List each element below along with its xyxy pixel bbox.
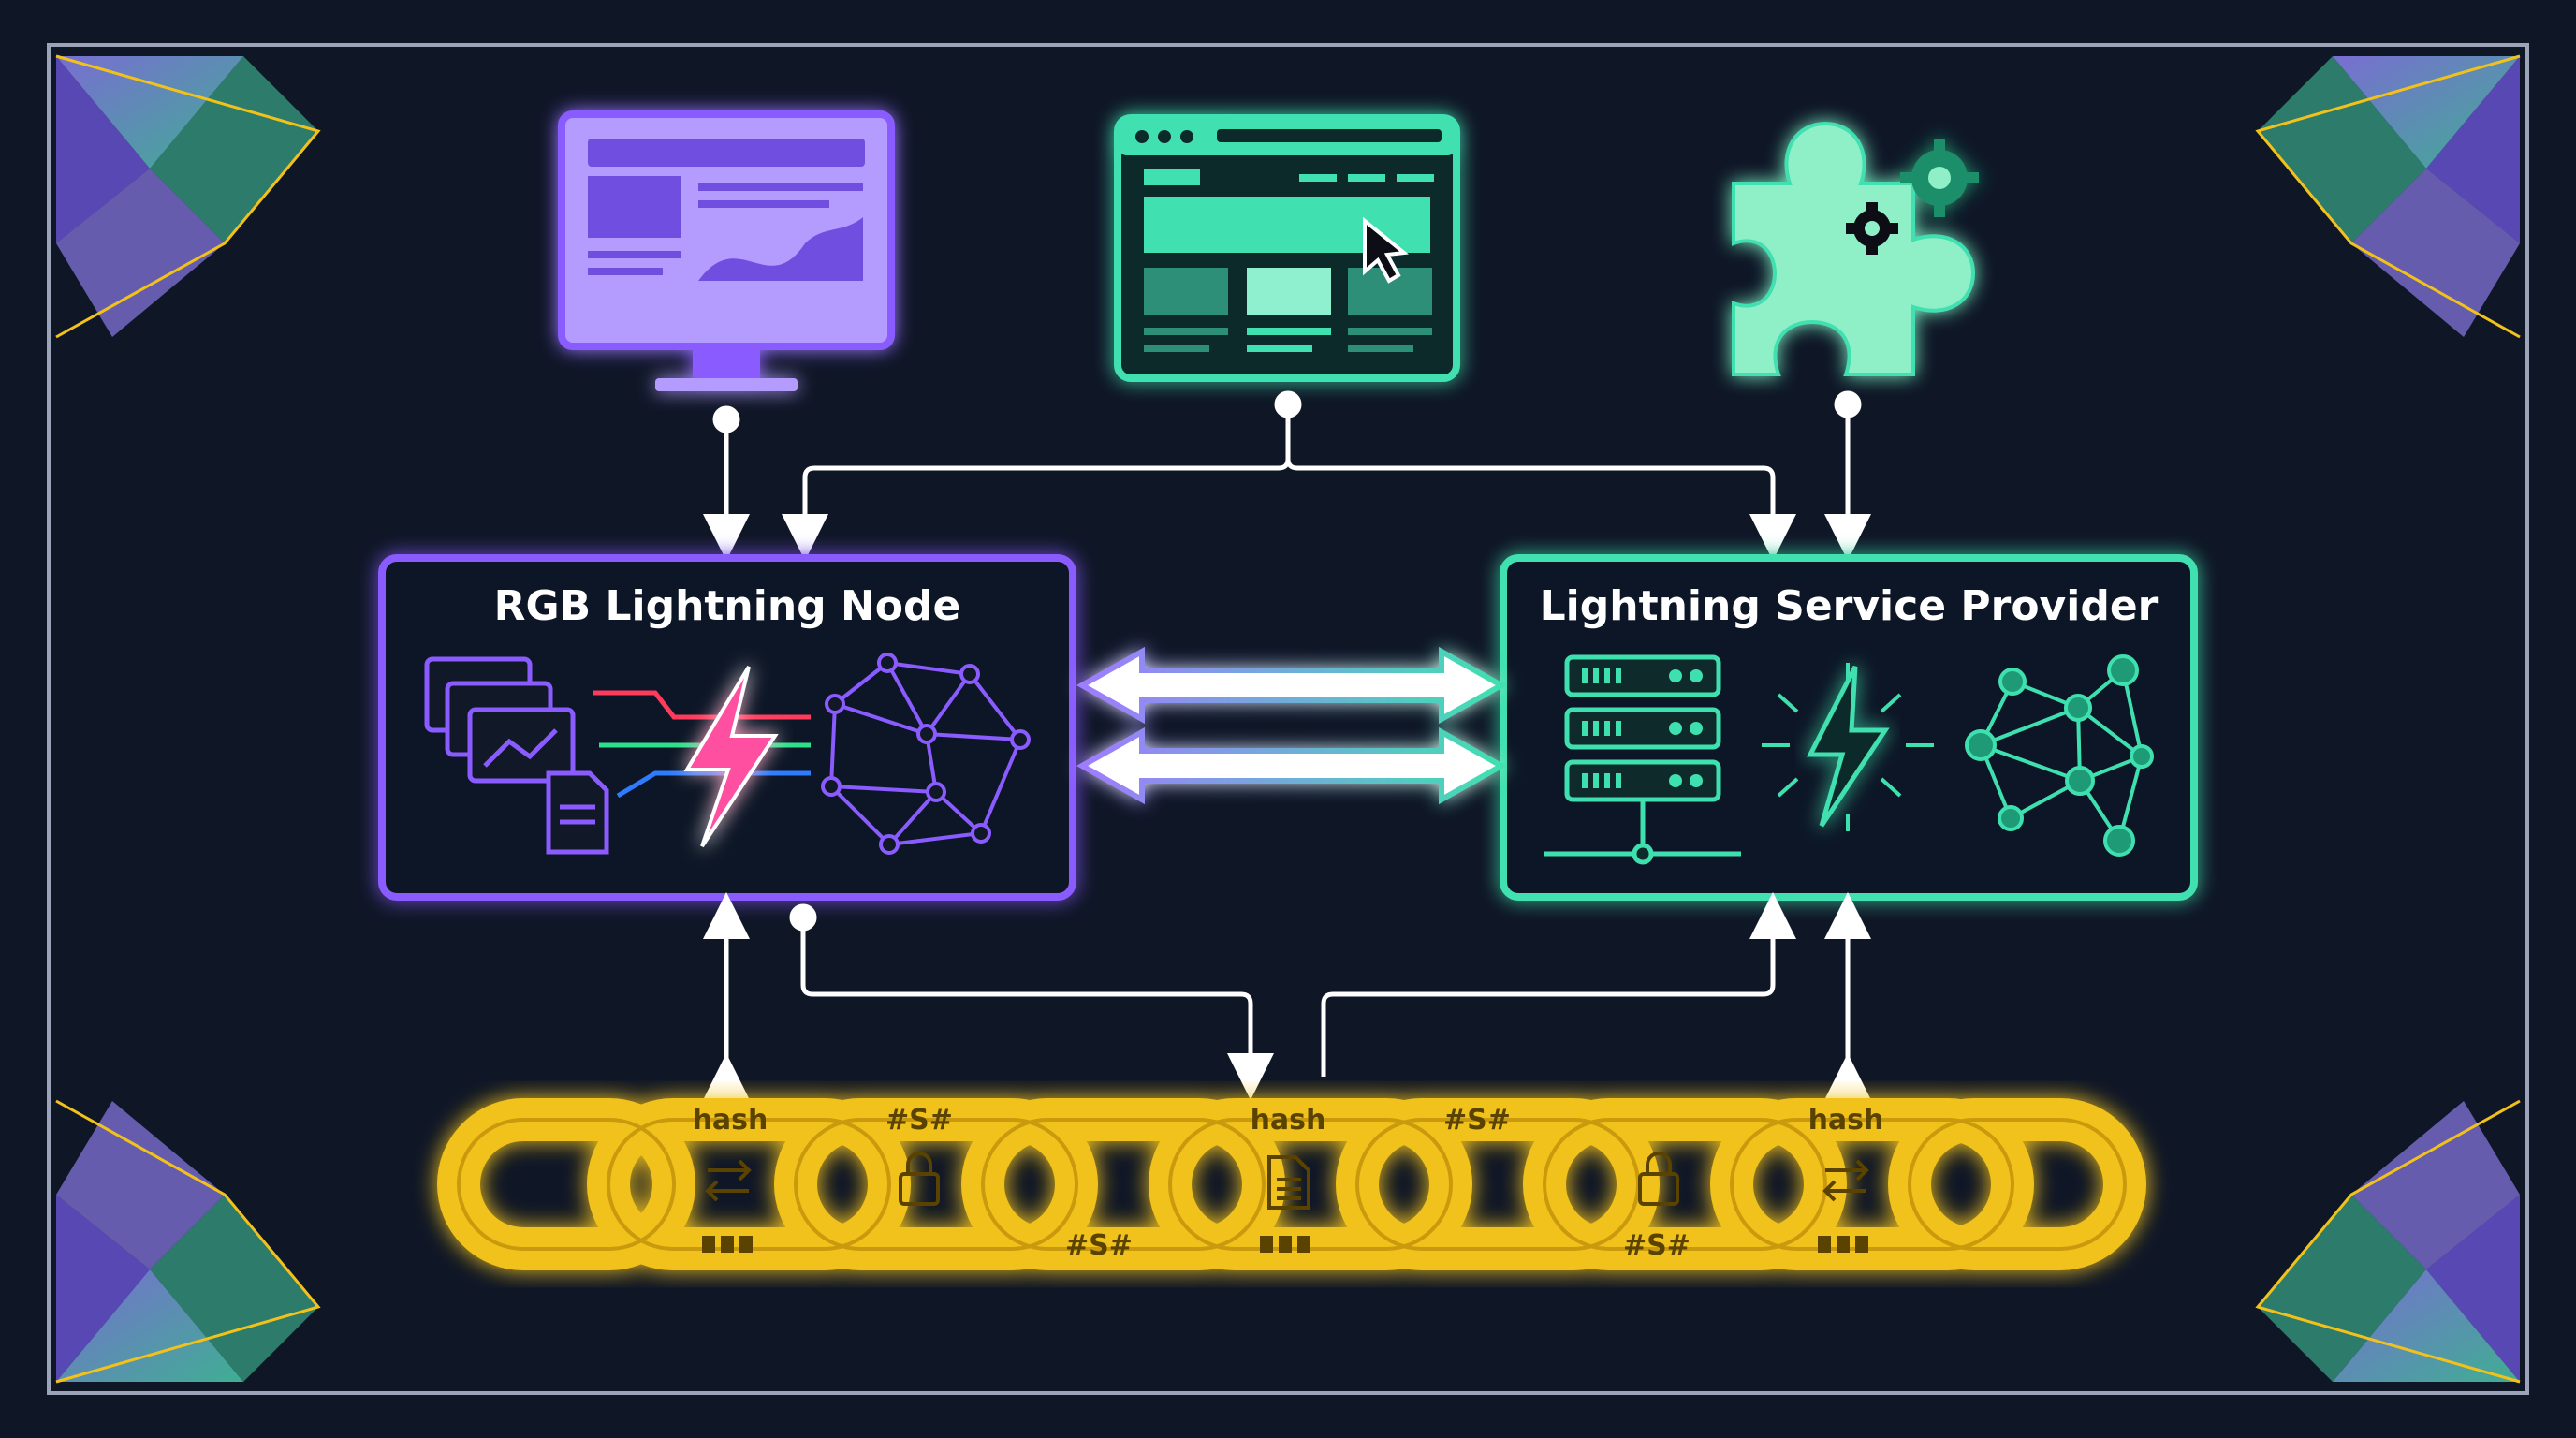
lightning-bolt-icon [593,665,811,848]
corner-decoration-top-right [2255,54,2521,339]
puzzle-plugin-icon [1732,121,1979,376]
chain-tag: #S# [1443,1104,1511,1137]
lightning-service-provider-box: Lightning Service Provider [1500,554,2198,901]
chain-tag: hash [1808,1104,1884,1137]
rgb-lightning-node-box: RGB Lightning Node [378,554,1076,901]
swap-icon [705,1159,752,1202]
connector-lines-top [703,390,1871,561]
chain-tags-top: hash #S# hash #S# hash [693,1104,1884,1137]
chain-tag: #S# [1065,1229,1133,1262]
connector-lines-bottom [703,892,1871,1100]
server-rack-icon [1544,654,1741,865]
documents-stack-icon [424,656,609,855]
chain-tag: hash [1251,1104,1326,1137]
corner-decoration-top-left [55,54,321,339]
rgb-node-title: RGB Lightning Node [494,582,961,630]
desktop-monitor-icon [558,110,895,391]
network-graph-icon [1965,654,2154,857]
lock-icon [899,1152,940,1206]
web-browser-icon [1114,114,1460,382]
corner-decoration-bottom-right [2255,1099,2521,1384]
document-icon [1267,1155,1310,1210]
documents-mini-icon [702,1236,1868,1253]
lsp-title: Lightning Service Provider [1540,582,2159,630]
bidirectional-arrows [1076,646,1508,805]
lock-icon [1638,1152,1679,1206]
outer-frame [47,43,2529,1395]
blockchain-chain [437,1098,2146,1270]
network-graph-icon [821,653,1031,855]
chain-tag: hash [693,1104,768,1137]
chain-tags-bottom: #S# #S# [1065,1229,1690,1262]
chain-tag: #S# [1623,1229,1690,1262]
lightning-bolt-icon [1762,663,1934,831]
corner-decoration-bottom-left [55,1099,321,1384]
chain-tag: #S# [886,1104,953,1137]
swap-icon [1822,1159,1869,1202]
